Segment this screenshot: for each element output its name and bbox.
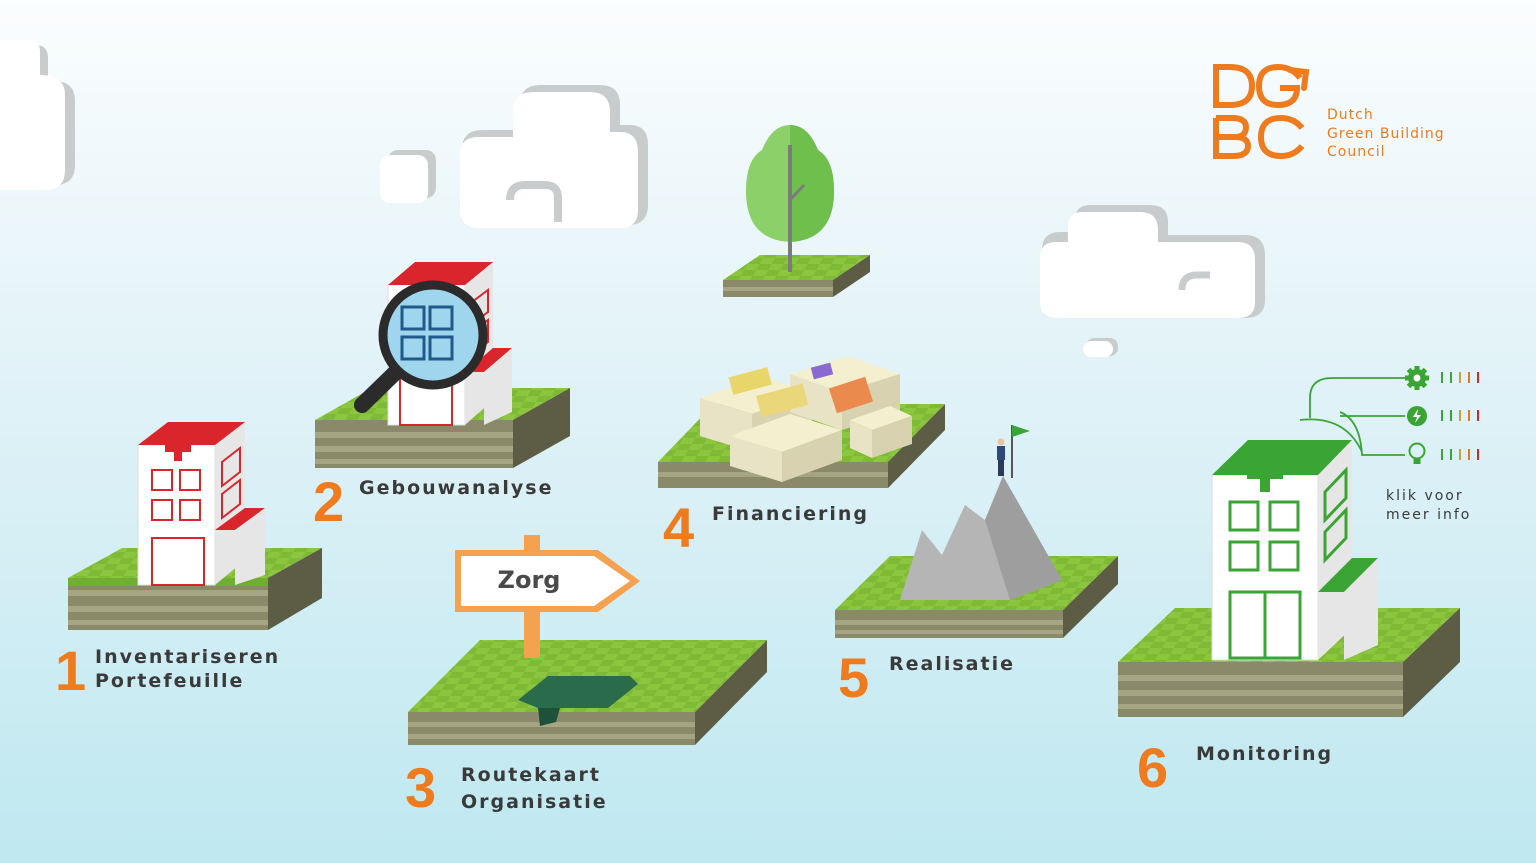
step-number: 1: [55, 639, 87, 702]
monitoring-connectors: [1299, 377, 1405, 456]
signpost-text: Zorg: [497, 566, 561, 594]
step-number: 2: [313, 470, 345, 533]
meter-bars-3: [1441, 449, 1479, 460]
meter-bars-2: [1441, 410, 1479, 421]
step-label-line: Monitoring: [1196, 743, 1334, 765]
mountain-icon: [900, 425, 1062, 600]
tree-icon: [745, 125, 835, 272]
logo-line: Dutch: [1327, 107, 1374, 123]
step-label: Inventariseren Portefeuille: [95, 645, 280, 693]
step-label-line: Routekaart: [461, 764, 601, 786]
magnifier-icon: [354, 280, 488, 413]
energy-icon[interactable]: [1407, 406, 1427, 426]
hospital-red-1: [137, 420, 265, 586]
step-label-line: Gebouwanalyse: [359, 477, 554, 499]
step-label: Gebouwanalyse: [359, 476, 553, 500]
gear-icon[interactable]: [1405, 366, 1429, 390]
step-label-line: Portefeuille: [95, 670, 245, 692]
logo-text: Dutch Green Building Council: [1327, 106, 1445, 162]
info-line: klik voor: [1386, 488, 1464, 504]
more-info-link[interactable]: klik voor meer info: [1386, 487, 1471, 525]
step-label-line: Inventariseren: [95, 646, 281, 668]
step-label: Routekaart Organisatie: [461, 762, 608, 816]
money-stacks-icon: [700, 356, 912, 482]
step-number: 5: [838, 646, 870, 709]
meter-bars-1: [1441, 372, 1479, 383]
step-number: 4: [663, 496, 695, 559]
step-label-line: Financiering: [712, 503, 870, 525]
cloud-top-center: [380, 85, 648, 228]
logo-line: Council: [1327, 144, 1386, 160]
step-label: Realisatie: [889, 652, 1015, 676]
hospital-green-6: [1211, 440, 1378, 661]
step-number: 6: [1137, 736, 1169, 799]
map-arrow-icon: [518, 676, 638, 726]
step-label-line: Realisatie: [889, 653, 1015, 675]
step-number: 3: [405, 756, 437, 819]
step-label-line: Organisatie: [461, 791, 608, 813]
step-label: Financiering: [712, 502, 869, 526]
dgbc-logo: [1213, 63, 1310, 160]
signpost: [455, 535, 640, 658]
step-label: Monitoring: [1196, 742, 1333, 766]
island-tree: [723, 255, 870, 297]
logo-line: Green Building: [1327, 125, 1445, 142]
cloud-right: [1040, 205, 1265, 357]
info-line: meer info: [1386, 507, 1472, 523]
lightbulb-icon[interactable]: [1408, 442, 1426, 465]
cloud-left: [0, 40, 75, 190]
